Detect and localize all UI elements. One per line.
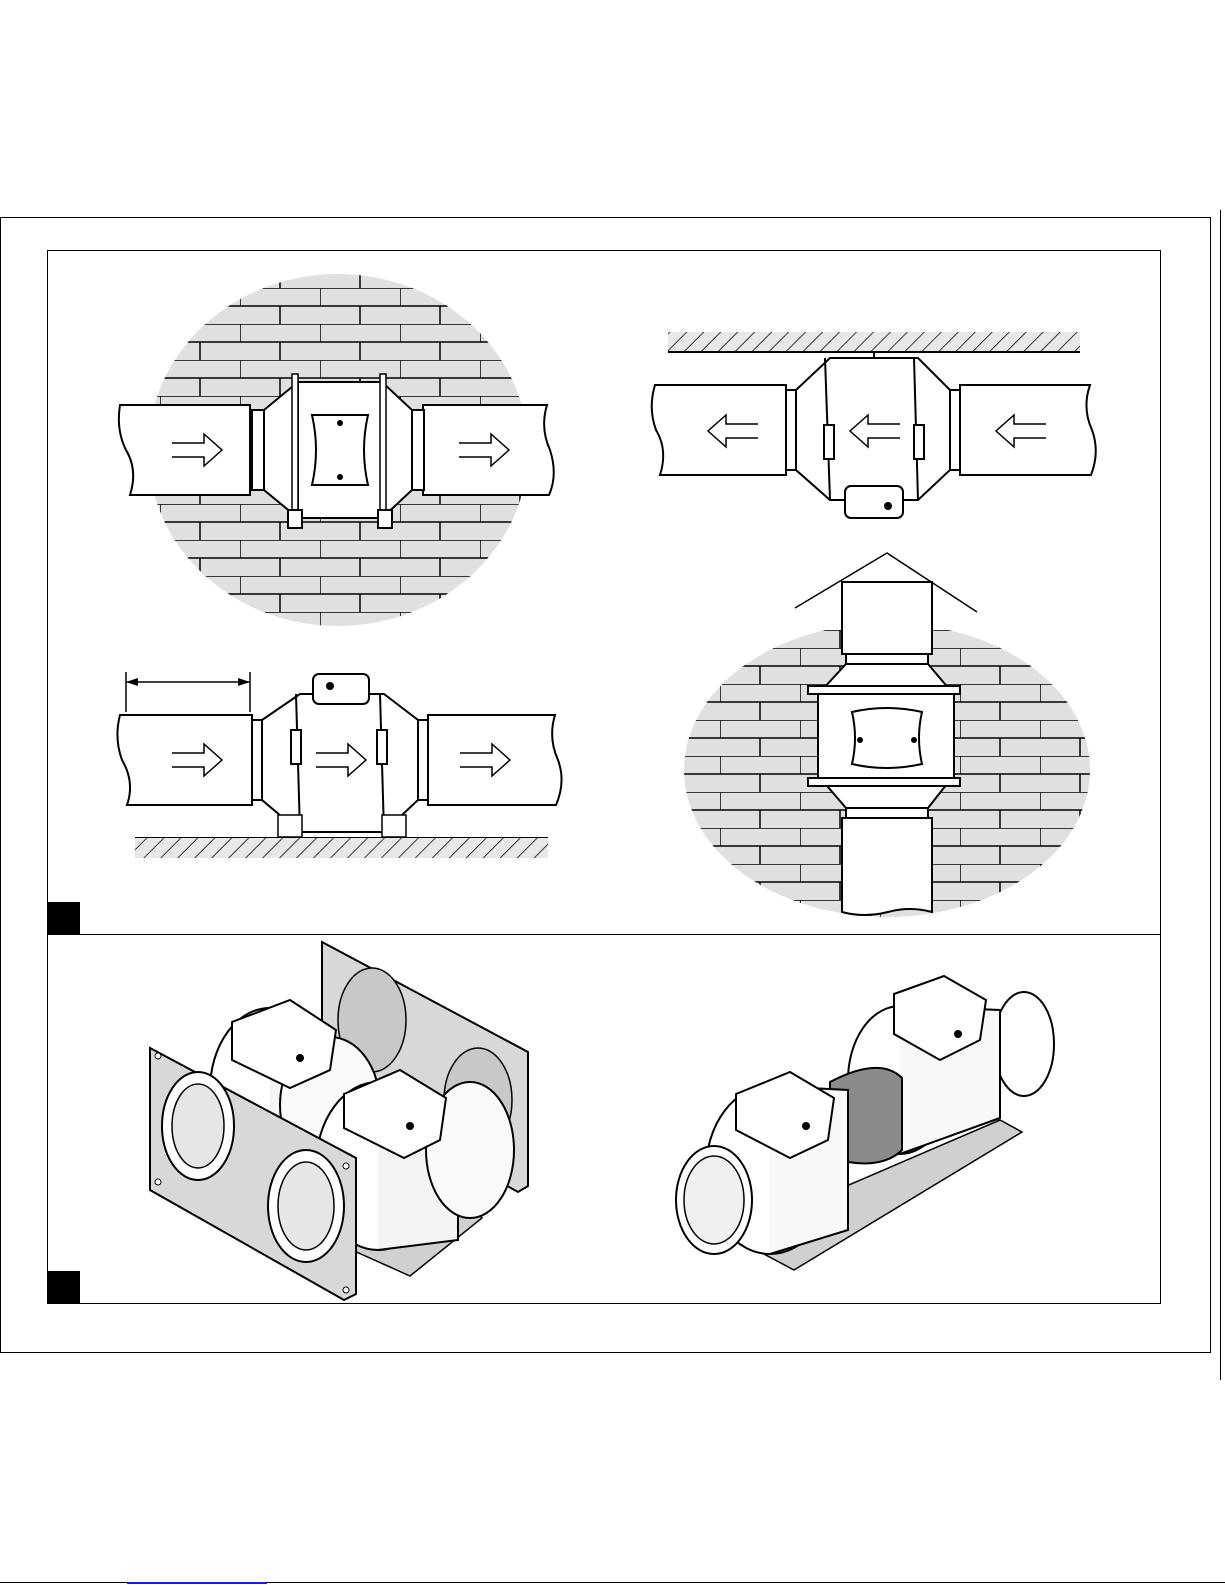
view-series-fans xyxy=(676,976,1054,1270)
view-wall-horizontal xyxy=(119,270,554,640)
view-ceiling-horizontal xyxy=(652,332,1096,518)
view-wall-vertical xyxy=(680,553,1100,930)
view-parallel-fans xyxy=(150,942,528,1300)
view-floor-horizontal xyxy=(117,672,561,858)
